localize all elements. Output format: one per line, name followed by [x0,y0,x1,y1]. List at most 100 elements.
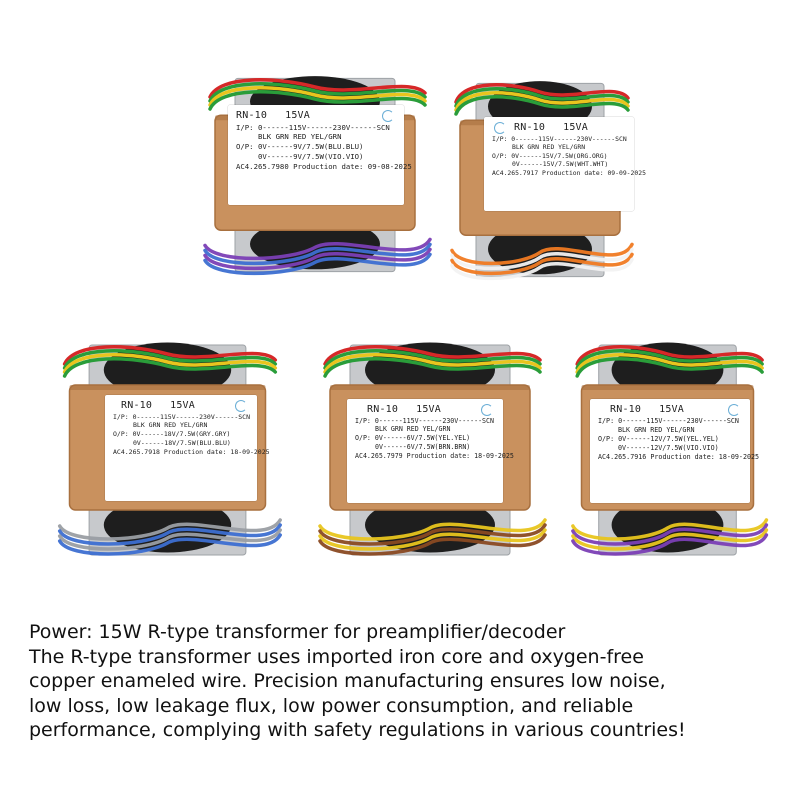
primary-wire [62,357,278,378]
secondary-wire [57,518,282,541]
input-taps: 0------115V------230V------SCN [132,412,250,421]
primary-wire [575,353,764,374]
description-line: copper enameled wire. Precision manufact… [29,670,666,692]
primary-wire [208,90,427,111]
input-label: I/P: [113,412,129,421]
description-line: Power: 15W R-type transformer for preamp… [29,621,566,643]
secondary-wire [450,257,634,281]
primary-wire [62,353,278,374]
secondary-wire [57,523,282,546]
secondary-wire [571,518,769,541]
output-winding-2: 0V------9V/7.5W(VIO.VIO) [258,152,364,162]
certification-logo-icon [235,400,247,412]
model-number: RN-10 [514,122,546,133]
power-rating: 15VA [170,400,195,411]
secondary-wire [318,528,547,551]
input-label: I/P: [492,134,508,143]
production-date: Production date: 09-09-2025 [542,169,646,178]
input-taps: 0------115V------230V------SCN [511,134,627,143]
secondary-wire [450,252,634,276]
transformer-product-5: RN-10 15VA I/P: 0------115V------230V----… [560,325,775,575]
secondary-wire [203,237,432,261]
output-winding-2: 0V------15V/7.5W(WHT.WHT) [512,160,609,169]
kraft-paper-edge [330,385,530,390]
primary-wire [575,357,764,378]
description-line: performance, complying with safety regul… [29,719,686,741]
primary-wire [208,86,427,107]
secondary-wire [450,242,634,266]
output-winding-1: 0V------15V/7.5W(ORG.ORG) [511,151,608,160]
input-wire-colors: BLK GRN RED YEL/GRN [258,132,342,142]
serial-number: AC4.265.7980 [236,161,289,171]
product-description: Power: 15W R-type transformer for preamp… [29,620,794,743]
primary-wire [575,345,764,366]
output-winding-1: 0V------18V/7.5W(GRY.GRY) [132,430,231,439]
primary-wire [323,353,542,374]
serial-number: AC4.265.7979 [355,452,403,461]
input-taps: 0------115V------230V------SCN [618,416,739,425]
output-label: O/P: [492,151,508,160]
production-date: Production date: 09-08-2025 [293,161,412,171]
production-date: Production date: 18-09-2025 [406,452,514,461]
primary-wire [454,87,630,108]
secondary-wire [57,528,282,551]
output-label: O/P: [236,142,254,152]
primary-wire [454,95,630,116]
secondary-wire [203,242,432,266]
secondary-wire [57,533,282,556]
input-wire-colors: BLK GRN RED YEL/GRN [375,425,451,434]
serial-number: AC4.265.7916 [598,452,647,461]
secondary-wire [450,247,634,271]
secondary-wire [571,523,769,546]
model-number: RN-10 [236,110,268,121]
model-number: RN-10 [610,404,642,415]
primary-wire [208,82,427,103]
primary-wire [575,349,764,370]
certification-logo-icon [382,110,394,122]
output-label: O/P: [598,434,615,443]
output-label: O/P: [355,434,371,443]
production-date: Production date: 18-09-2025 [650,452,760,461]
kraft-paper-edge [69,385,266,390]
secondary-wire [571,533,769,556]
certification-logo-icon [481,404,493,416]
output-winding-1: 0V------6V/7.5W(YEL.YEL) [374,434,471,443]
power-rating: 15VA [563,122,588,133]
secondary-wire [318,533,547,556]
output-winding-2: 0V------18V/7.5W(BLU.BLU) [133,438,231,447]
certification-logo-icon [494,122,506,134]
primary-wire [454,91,630,112]
input-wire-colors: BLK GRN RED YEL/GRN [512,143,586,152]
kraft-paper-edge [581,385,754,390]
input-label: I/P: [236,122,254,132]
input-taps: 0------115V------230V------SCN [257,122,390,132]
secondary-wire [203,247,432,271]
model-number: RN-10 [121,400,153,411]
primary-wire [323,357,542,378]
transformer-product-2: RN-10 15VA I/P: 0------115V------230V----… [440,65,646,295]
primary-wire [208,78,427,99]
serial-number: AC4.265.7917 [492,169,539,178]
transformer-product-3: RN-10 15VA I/P: 0------115V------230V----… [45,325,290,575]
power-rating: 15VA [659,404,684,415]
input-wire-colors: BLK GRN RED YEL/GRN [618,425,695,434]
output-winding-2: 0V------12V/7.5W(VIO.VIO) [618,443,719,452]
model-number: RN-10 [367,404,399,415]
spec-label: RN-10 15VA I/P: 0------115V------230V----… [590,399,759,503]
description-line: low loss, low leakage flux, low power co… [29,694,634,717]
primary-wire [323,345,542,366]
input-taps: 0------115V------230V------SCN [374,416,494,425]
primary-wire [62,345,278,366]
output-label: O/P: [113,430,129,439]
primary-wire [454,83,630,104]
secondary-wire [203,252,432,276]
input-label: I/P: [598,416,615,425]
output-winding-2: 0V------6V/7.5W(BRN.BRN) [375,443,471,452]
primary-wire [62,349,278,370]
primary-wire [323,349,542,370]
secondary-wire [571,528,769,551]
